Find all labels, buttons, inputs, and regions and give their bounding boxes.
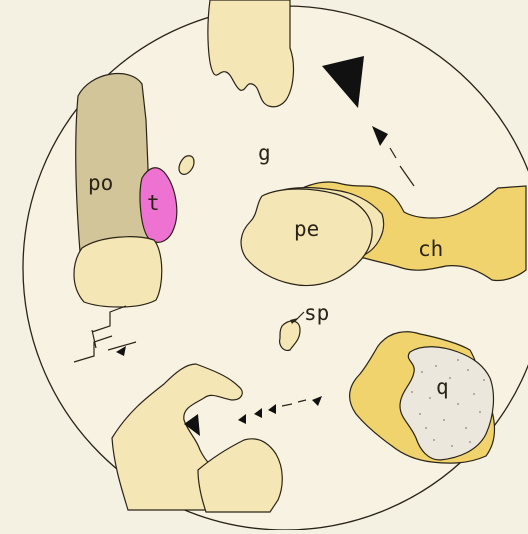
label-ch: ch [418, 237, 443, 261]
label-pe: pe [294, 217, 319, 241]
label-sp: sp [304, 301, 329, 325]
grain-po-base [74, 237, 162, 307]
label-t: t [147, 191, 160, 215]
label-po: po [88, 171, 113, 195]
label-q: q [436, 375, 449, 399]
grain-po [76, 74, 148, 252]
label-g: g [258, 141, 271, 165]
